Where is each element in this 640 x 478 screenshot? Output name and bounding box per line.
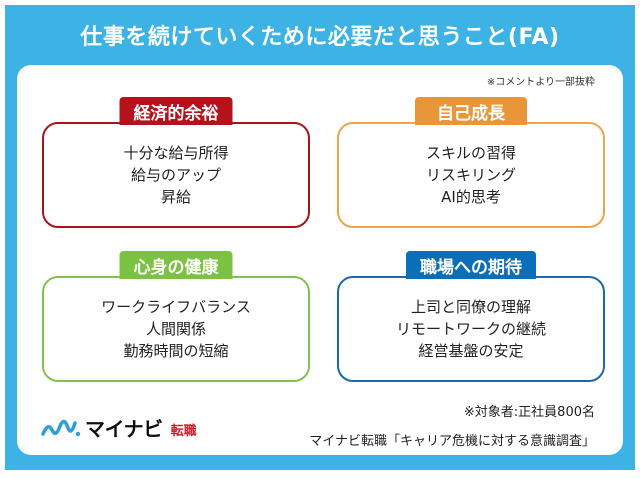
card-box: 上司と同僚の理解 リモートワークの継続 経営基盤の安定 bbox=[337, 276, 605, 382]
card-item: リスキリング bbox=[425, 166, 516, 184]
excerpt-note: ※コメントより一部抜粋 bbox=[486, 77, 595, 88]
content-panel: ※コメントより一部抜粋 十分な給与所得 給与のアップ 昇給 経済的余裕 スキルの… bbox=[17, 65, 623, 455]
card-item: 勤務時間の短縮 bbox=[123, 342, 229, 360]
card-box: スキルの習得 リスキリング AI的思考 bbox=[337, 122, 605, 228]
mynavi-wave-icon bbox=[41, 419, 81, 436]
card-item: 給与のアップ bbox=[130, 166, 221, 184]
card-label: 心身の健康 bbox=[119, 251, 233, 279]
card-label: 職場への期待 bbox=[406, 251, 536, 279]
source-note: マイナビ転職「キャリア危機に対する意識調査」 bbox=[309, 434, 595, 449]
card-item: ワークライフバランス bbox=[101, 298, 251, 316]
logo-sub: 転職 bbox=[170, 424, 197, 439]
card-box: ワークライフバランス 人間関係 勤務時間の短縮 bbox=[42, 276, 310, 382]
card-item: リモートワークの継続 bbox=[395, 320, 546, 338]
card-item: 十分な給与所得 bbox=[123, 144, 229, 162]
card-item: スキルの習得 bbox=[425, 144, 516, 162]
logo-brand: マイナビ bbox=[85, 417, 163, 441]
mynavi-logo: マイナビ 転職 bbox=[41, 413, 197, 442]
card-label: 経済的余裕 bbox=[119, 97, 233, 125]
card-item: 経営基盤の安定 bbox=[418, 342, 524, 360]
card-item: AI的思考 bbox=[441, 188, 501, 206]
target-note: ※対象者:正社員800名 bbox=[463, 405, 595, 420]
blue-frame: 仕事を続けていくために必要だと思うこと(FA) ※コメントより一部抜粋 十分な給… bbox=[5, 5, 635, 470]
card-label: 自己成長 bbox=[415, 97, 527, 125]
card-box: 十分な給与所得 給与のアップ 昇給 bbox=[42, 122, 310, 228]
card-item: 昇給 bbox=[160, 188, 191, 206]
card-item: 人間関係 bbox=[145, 320, 206, 338]
card-item: 上司と同僚の理解 bbox=[410, 298, 531, 316]
page-title: 仕事を続けていくために必要だと思うこと(FA) bbox=[80, 25, 560, 50]
